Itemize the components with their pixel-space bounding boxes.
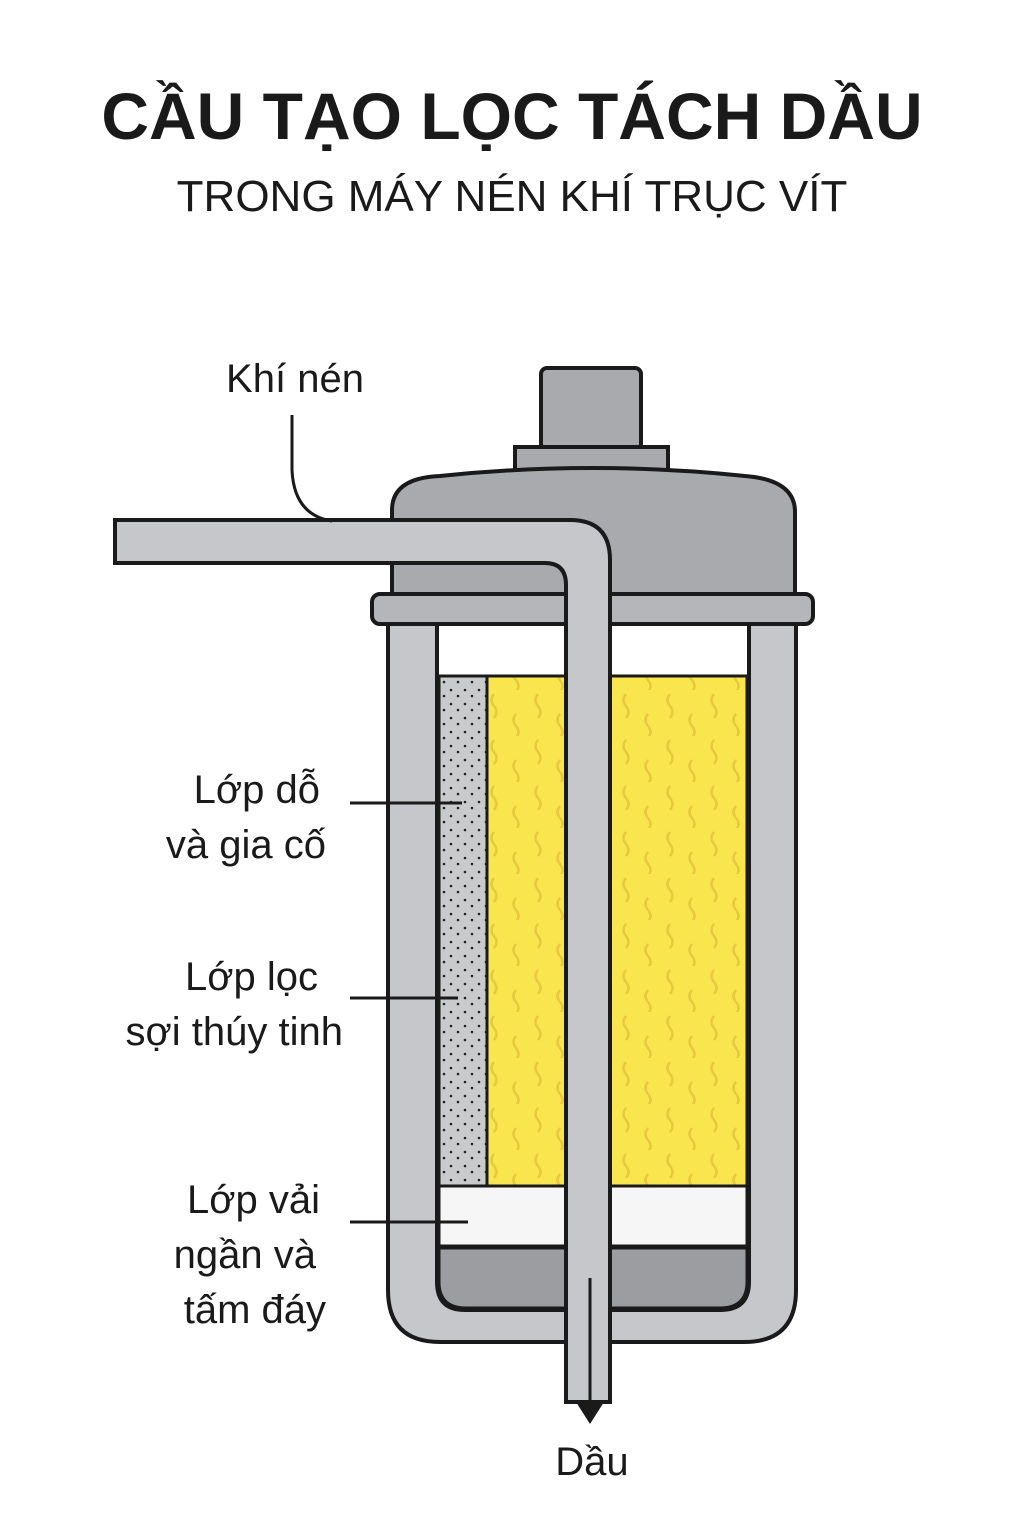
label-support-2: và gia cố xyxy=(166,823,326,867)
oil-arrow-icon xyxy=(576,1402,604,1424)
label-oil: Dầu xyxy=(555,1440,628,1484)
label-cloth-3: tấm đáy xyxy=(184,1288,326,1332)
leader-air xyxy=(290,415,333,523)
label-compressed-air: Khí nén xyxy=(226,357,364,401)
label-support-1: Lớp dỗ xyxy=(194,767,320,812)
fiberglass-layer xyxy=(485,674,749,1188)
label-cloth-1: Lớp vải xyxy=(187,1178,320,1222)
diagram-title: CẦU TẠO LỌC TÁCH DẦU xyxy=(101,79,923,153)
support-layer xyxy=(437,674,489,1188)
cap-knob xyxy=(539,366,643,452)
label-cloth-2: ngần và xyxy=(174,1233,317,1277)
diagram-subtitle: TRONG MÁY NÉN KHÍ TRỤC VÍT xyxy=(176,172,848,221)
label-fiberglass-2: sợi thúy tinh xyxy=(126,1010,343,1054)
label-fiberglass-1: Lớp lọc xyxy=(185,955,318,999)
